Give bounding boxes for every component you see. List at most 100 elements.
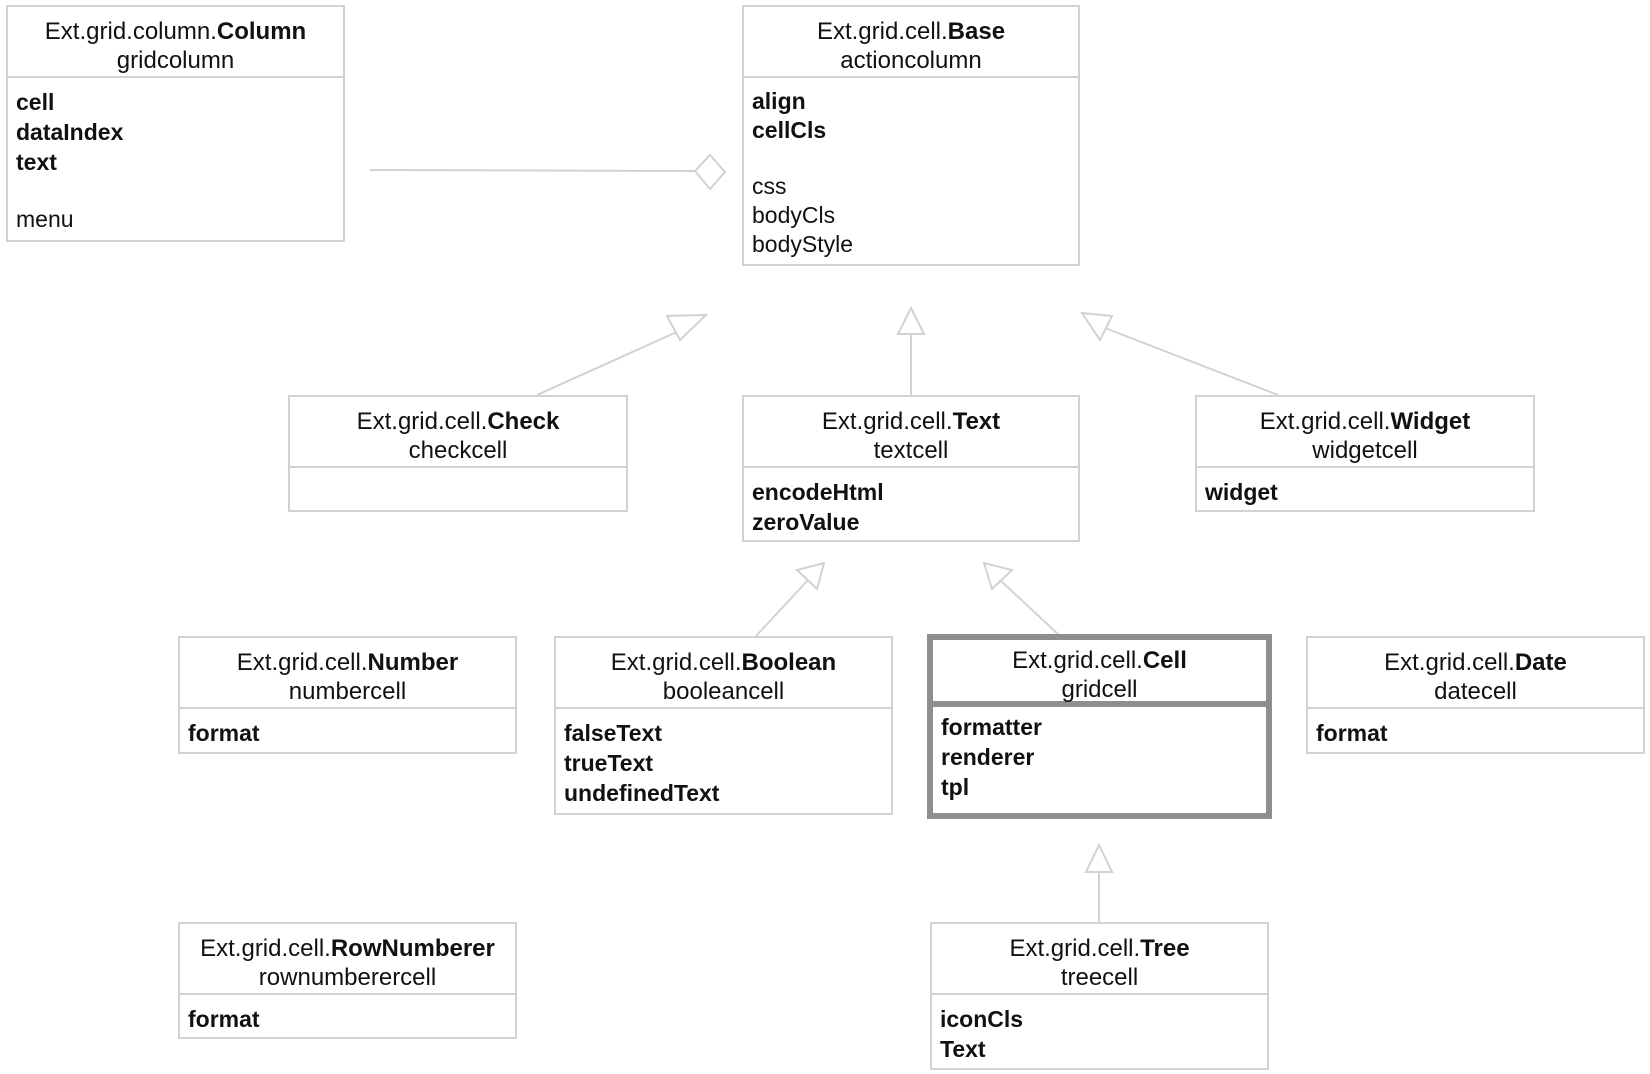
class-name-short: Cell	[1142, 647, 1187, 674]
class-box-column[interactable]: Ext.grid.column.Column gridcolumn cell d…	[6, 5, 345, 242]
class-attributes: formatter renderer tpl	[933, 707, 1266, 802]
class-box-rownumberer[interactable]: Ext.grid.cell.RowNumberer rownumberercel…	[178, 922, 517, 1039]
class-name: Ext.grid.cell.Text	[744, 407, 1078, 436]
attribute-optional: menu	[16, 206, 74, 232]
attribute-required: undefinedText	[564, 780, 720, 806]
class-name: Ext.grid.cell.Boolean	[556, 648, 891, 677]
attribute-optional: css	[752, 173, 787, 199]
class-name-short: RowNumberer	[330, 935, 495, 962]
class-header: Ext.grid.cell.Check checkcell	[290, 397, 626, 468]
attribute-required: trueText	[564, 750, 654, 776]
class-attributes: encodeHtml zeroValue	[744, 468, 1078, 537]
attribute-required: format	[1316, 720, 1388, 746]
class-attributes: format	[1308, 709, 1643, 748]
inherit-arrow-text-base	[896, 305, 926, 335]
attribute-required: falseText	[564, 720, 663, 746]
class-header: Ext.grid.cell.Widget widgetcell	[1197, 397, 1533, 468]
class-box-boolean[interactable]: Ext.grid.cell.Boolean booleancell falseT…	[554, 636, 893, 815]
attribute-required: widget	[1205, 479, 1278, 505]
class-xtype: actioncolumn	[840, 47, 982, 74]
class-name-short: Widget	[1390, 408, 1471, 435]
class-name-prefix: Ext.grid.cell.	[236, 649, 368, 676]
class-box-check[interactable]: Ext.grid.cell.Check checkcell	[288, 395, 628, 512]
class-name-prefix: Ext.grid.cell.	[1259, 408, 1391, 435]
class-name-short: Column	[216, 18, 307, 45]
class-name-short: Number	[367, 649, 459, 676]
class-box-cell[interactable]: Ext.grid.cell.Cell gridcell formatter re…	[927, 634, 1272, 819]
attribute-required: tpl	[941, 774, 970, 800]
class-name-prefix: Ext.grid.cell.	[1384, 649, 1515, 676]
attribute-required: renderer	[941, 744, 1035, 770]
class-xtype: gridcolumn	[116, 47, 235, 74]
class-header: Ext.grid.column.Column gridcolumn	[8, 7, 343, 78]
class-header: Ext.grid.cell.Number numbercell	[180, 638, 515, 709]
class-name-short: Tree	[1140, 935, 1190, 962]
class-name-prefix: Ext.grid.cell.	[200, 935, 331, 962]
attribute-required: cellCls	[752, 117, 827, 143]
class-attributes: format	[180, 995, 515, 1034]
class-box-base[interactable]: Ext.grid.cell.Base actioncolumn align ce…	[742, 5, 1080, 266]
class-name: Ext.grid.cell.Widget	[1197, 407, 1533, 436]
class-name-prefix: Ext.grid.cell.	[610, 649, 742, 676]
class-attributes: cell dataIndex text menu	[8, 78, 343, 234]
class-name: Ext.grid.cell.Tree	[932, 934, 1267, 963]
inherit-line-cell-text	[999, 579, 1061, 637]
class-name-short: Date	[1514, 649, 1567, 676]
class-box-widget[interactable]: Ext.grid.cell.Widget widgetcell widget	[1195, 395, 1535, 512]
attribute-required: encodeHtml	[752, 479, 884, 505]
class-xtype: booleancell	[662, 678, 785, 705]
class-header: Ext.grid.cell.Tree treecell	[932, 924, 1267, 995]
class-header: Ext.grid.cell.Text textcell	[744, 397, 1078, 468]
class-name: Ext.grid.cell.Date	[1308, 648, 1643, 677]
class-name-short: Base	[947, 18, 1006, 45]
inherit-line-widget-base	[1099, 325, 1279, 396]
class-box-number[interactable]: Ext.grid.cell.Number numbercell format	[178, 636, 517, 754]
inherit-arrow-boolean-text	[795, 561, 826, 591]
attribute-required: format	[188, 1006, 260, 1032]
class-name-prefix: Ext.grid.cell.	[1009, 935, 1141, 962]
class-name-short: Text	[952, 408, 1001, 435]
class-box-tree[interactable]: Ext.grid.cell.Tree treecell iconCls Text	[930, 922, 1269, 1070]
class-attributes: falseText trueText undefinedText	[556, 709, 891, 808]
class-name-short: Check	[487, 408, 560, 435]
attribute-optional: bodyStyle	[752, 231, 854, 257]
aggregation-line	[369, 169, 696, 172]
attribute-required: text	[16, 149, 57, 175]
class-box-text[interactable]: Ext.grid.cell.Text textcell encodeHtml z…	[742, 395, 1080, 542]
class-name-prefix: Ext.grid.cell.	[1012, 647, 1143, 674]
attribute-required: iconCls	[940, 1006, 1024, 1032]
class-name: Ext.grid.cell.Base	[744, 17, 1078, 46]
class-attributes: iconCls Text	[932, 995, 1267, 1064]
inherit-line-boolean-text	[755, 579, 809, 637]
attribute-required: dataIndex	[16, 119, 124, 145]
attribute-required: format	[188, 720, 260, 746]
class-xtype: rownumberercell	[258, 964, 437, 991]
class-xtype: numbercell	[288, 678, 407, 705]
class-name-short: Boolean	[741, 649, 837, 676]
attribute-required: cell	[16, 89, 55, 115]
inherit-arrow-tree-cell	[1084, 842, 1114, 873]
class-name-prefix: Ext.grid.cell.	[821, 408, 953, 435]
attribute-required: Text	[940, 1036, 986, 1062]
class-name: Ext.grid.cell.Number	[180, 648, 515, 677]
class-attributes: widget	[1197, 468, 1533, 507]
class-name-prefix: Ext.grid.column.	[44, 18, 217, 45]
class-xtype: datecell	[1434, 678, 1517, 705]
class-attributes: align cellCls css bodyCls bodyStyle	[744, 78, 1078, 259]
class-box-date[interactable]: Ext.grid.cell.Date datecell format	[1306, 636, 1645, 754]
class-xtype: treecell	[1060, 964, 1139, 991]
class-header: Ext.grid.cell.Base actioncolumn	[744, 7, 1078, 78]
aggregation-diamond	[693, 153, 727, 191]
inherit-arrow-cell-text	[982, 561, 1015, 591]
attribute-required: formatter	[941, 714, 1042, 740]
class-xtype: textcell	[873, 437, 949, 464]
class-name: Ext.grid.cell.RowNumberer	[180, 934, 515, 963]
inherit-line-check-base	[536, 325, 691, 396]
attribute-optional: bodyCls	[752, 202, 836, 228]
class-name: Ext.grid.cell.Check	[290, 407, 626, 436]
class-xtype: widgetcell	[1312, 437, 1418, 464]
class-name: Ext.grid.cell.Cell	[933, 646, 1266, 675]
class-header: Ext.grid.cell.Boolean booleancell	[556, 638, 891, 709]
attribute-required: zeroValue	[752, 509, 860, 535]
